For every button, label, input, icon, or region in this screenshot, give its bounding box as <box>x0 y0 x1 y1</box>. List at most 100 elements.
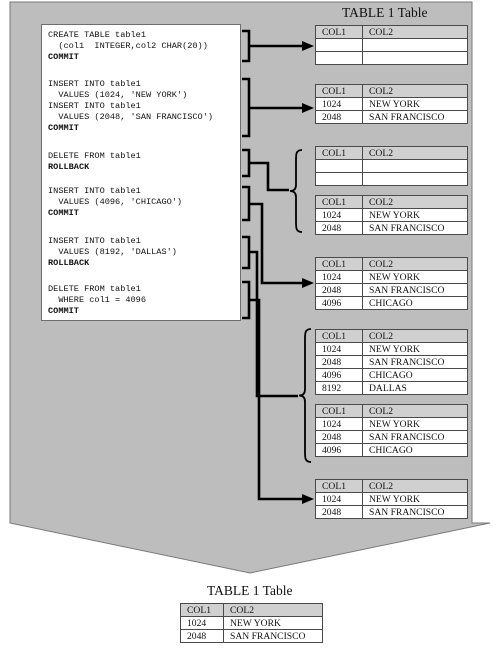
table-cell: 2048 <box>315 221 363 235</box>
table-cell: NEW YORK <box>362 208 468 222</box>
table-cell <box>362 51 468 65</box>
table-cell: 2048 <box>315 505 363 519</box>
column-header: COL1 <box>315 195 363 209</box>
sql-line: DELETE FROM table1 <box>48 151 141 161</box>
bottom-table-title: TABLE 1 Table <box>207 583 293 598</box>
sql-line: VALUES (4096, 'CHICAGO') <box>48 197 183 207</box>
column-header: COL2 <box>362 25 468 39</box>
table-cell: CHICAGO <box>362 296 468 310</box>
table-cell: 1024 <box>315 208 363 222</box>
table-cell: 2048 <box>315 110 363 124</box>
table-cell: 2048 <box>315 430 363 444</box>
sql-keyword-line: ROLLBACK <box>48 258 90 268</box>
sql-block-4: INSERT INTO table1 VALUES (4096, 'CHICAG… <box>48 186 182 219</box>
column-header: COL1 <box>315 329 363 343</box>
sql-line: CREATE TABLE table1 <box>48 30 146 40</box>
sql-keyword-line: COMMIT <box>48 306 79 316</box>
table-cell <box>362 38 468 52</box>
table-cell: NEW YORK <box>362 342 468 356</box>
column-header: COL2 <box>362 329 468 343</box>
column-header: COL2 <box>362 404 468 418</box>
sql-line: INSERT INTO table1 <box>48 79 141 89</box>
table-row <box>315 51 468 65</box>
table-cell: 4096 <box>315 368 363 382</box>
column-header: COL2 <box>362 257 468 271</box>
table-cell: SAN FRANCISCO <box>362 355 468 369</box>
sql-line: INSERT INTO table1 <box>48 101 141 111</box>
sql-block-5: INSERT INTO table1 VALUES (8192, 'DALLAS… <box>48 236 177 269</box>
sql-line: INSERT INTO table1 <box>48 186 141 196</box>
sql-line: (col1 INTEGER,col2 CHAR(20)) <box>48 41 208 51</box>
sql-keyword-line: ROLLBACK <box>48 162 90 172</box>
table-cell: CHICAGO <box>362 368 468 382</box>
table-cell: SAN FRANCISCO <box>362 221 468 235</box>
column-header: COL1 <box>315 479 363 493</box>
table-cell: 1024 <box>315 417 363 431</box>
sql-keyword-line: COMMIT <box>48 123 79 133</box>
sql-line: VALUES (8192, 'DALLAS') <box>48 247 177 257</box>
sql-keyword-line: COMMIT <box>48 52 79 62</box>
table-cell: NEW YORK <box>362 97 468 111</box>
sql-statement-panel: CREATE TABLE table1 (col1 INTEGER,col2 C… <box>41 24 241 321</box>
table-cell: NEW YORK <box>362 417 468 431</box>
table-cell: SAN FRANCISCO <box>362 110 468 124</box>
table-cell <box>315 51 363 65</box>
table-cell: 1024 <box>315 492 363 506</box>
table-cell: 2048 <box>180 629 224 643</box>
sql-line: VALUES (2048, 'SAN FRANCISCO') <box>48 112 214 122</box>
column-header: COL2 <box>362 146 468 160</box>
sql-line: WHERE col1 = 4096 <box>48 295 146 305</box>
top-table-title: TABLE 1 Table <box>342 5 428 20</box>
column-header: COL1 <box>180 603 224 617</box>
column-header: COL1 <box>315 404 363 418</box>
sql-block-2: INSERT INTO table1 VALUES (1024, 'NEW YO… <box>48 79 213 134</box>
table-cell: NEW YORK <box>223 616 323 630</box>
column-header: COL2 <box>362 84 468 98</box>
table-cell <box>315 172 363 186</box>
table-row <box>315 159 468 173</box>
column-header: COL1 <box>315 257 363 271</box>
column-header: COL2 <box>362 479 468 493</box>
column-header: COL1 <box>315 25 363 39</box>
column-header: COL2 <box>362 195 468 209</box>
table-cell: SAN FRANCISCO <box>362 430 468 444</box>
sql-keyword-line: COMMIT <box>48 208 79 218</box>
table-cell: NEW YORK <box>362 492 468 506</box>
table-cell: 2048 <box>315 283 363 297</box>
table-cell: 4096 <box>315 443 363 457</box>
table-cell: 1024 <box>315 97 363 111</box>
